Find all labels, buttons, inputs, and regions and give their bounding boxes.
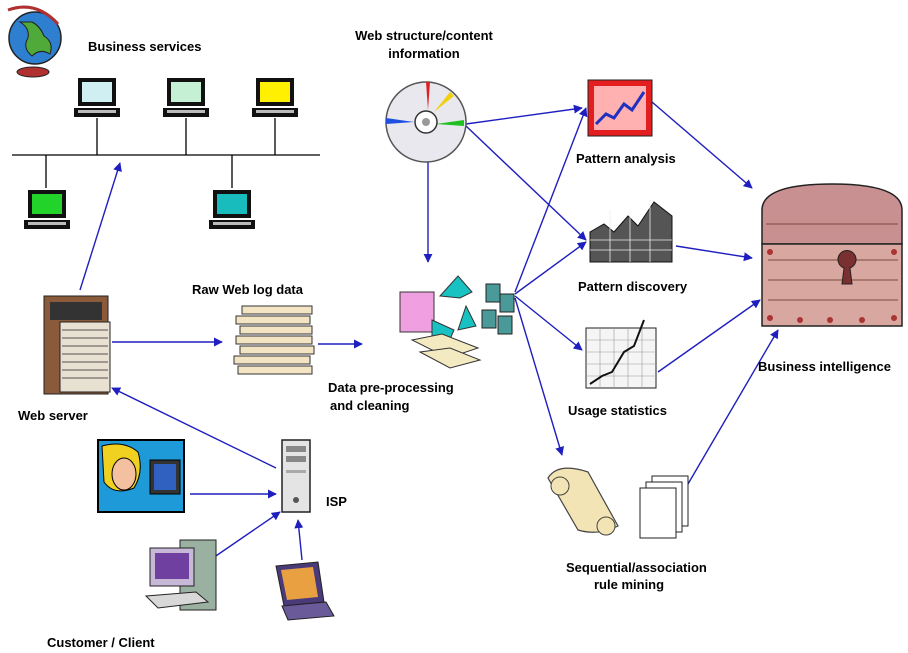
label-data-preprocessing-line1: Data pre-processing	[328, 380, 454, 395]
label-sequential-line1: Sequential/association	[566, 560, 707, 575]
label-usage-statistics: Usage statistics	[568, 403, 667, 418]
computer-icon	[209, 190, 255, 229]
label-customer-client: Customer / Client	[47, 635, 155, 650]
network-bus	[12, 118, 320, 188]
chart-icon	[585, 319, 657, 389]
label-web-structure-line1: Web structure/content	[355, 28, 493, 43]
edge-preprocess-to-pattern-discovery	[514, 241, 587, 295]
edge-preprocess-to-sequential	[514, 297, 564, 456]
edge-pattern-discovery-to-bi	[675, 245, 753, 262]
label-pattern-analysis: Pattern analysis	[576, 151, 676, 166]
label-business-services: Business services	[88, 39, 201, 54]
label-isp: ISP	[326, 494, 347, 509]
edges	[79, 101, 779, 561]
label-business-intelligence: Business intelligence	[758, 359, 891, 374]
edge-isp-to-server	[111, 387, 277, 469]
computer-icon	[74, 78, 120, 117]
label-raw-web-log: Raw Web log data	[192, 282, 304, 297]
pages-icon	[639, 475, 689, 539]
edge-preprocess-to-usage-statistics	[514, 295, 583, 351]
edge-pattern-analysis-to-bi	[651, 101, 753, 189]
edge-desktop-to-isp	[209, 511, 281, 561]
desktop-pc-icon	[144, 539, 217, 611]
labels: Business services Web structure/content …	[18, 28, 891, 650]
edge-webcontent-to-pattern-analysis	[465, 104, 583, 125]
computer-icon	[252, 78, 298, 117]
chart-icon	[587, 79, 653, 137]
edge-webcontent-to-pattern-discovery	[465, 125, 587, 241]
computer-icon	[163, 78, 209, 117]
label-sequential-line2: rule mining	[594, 577, 664, 592]
edge-preprocess-to-pattern-analysis	[514, 107, 588, 293]
isp-tower-icon	[281, 439, 311, 513]
globe-icon	[7, 5, 62, 78]
cd-disc-icon	[385, 81, 467, 163]
label-web-structure-line2: information	[388, 46, 460, 61]
web-server-icon	[43, 295, 111, 395]
computer-icon	[24, 190, 70, 229]
chart-icon	[589, 200, 673, 263]
recycle-icon	[399, 275, 515, 369]
edge-usage-to-bi	[657, 299, 761, 373]
woman-at-computer-icon	[97, 439, 185, 513]
label-pattern-discovery: Pattern discovery	[578, 279, 688, 294]
label-data-preprocessing-line2: and cleaning	[330, 398, 410, 413]
edge-server-to-bus	[79, 162, 122, 291]
label-web-server: Web server	[18, 408, 88, 423]
edge-pages-to-bi	[687, 329, 779, 485]
scroll-icon	[547, 467, 619, 536]
treasure-chest-icon	[761, 183, 903, 327]
document-stack-icon	[233, 305, 315, 375]
edge-laptop-to-isp	[294, 519, 304, 561]
laptop-icon	[275, 561, 335, 621]
